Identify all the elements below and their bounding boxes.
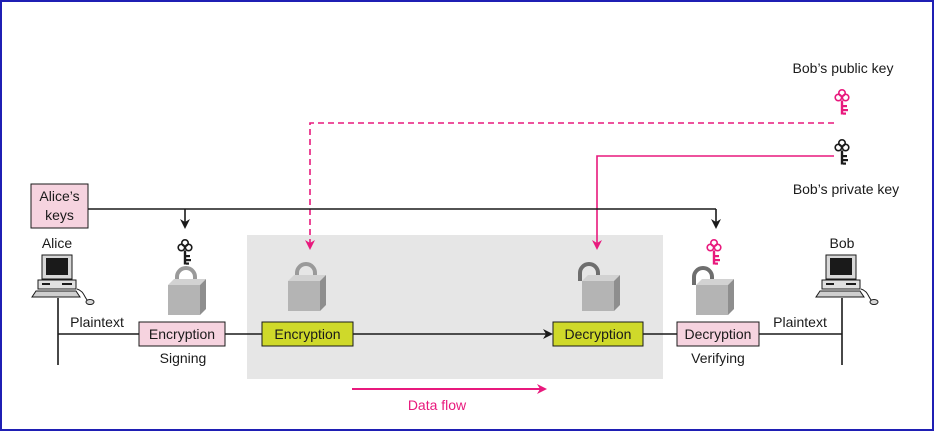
data-flow-label: Data flow (408, 397, 467, 413)
alice-label: Alice (42, 235, 73, 251)
decryption-verifying-label: Decryption (685, 326, 752, 342)
decryption-label: Decryption (565, 326, 632, 342)
encryption-signing-label: Encryption (149, 326, 215, 342)
decryption-box (552, 321, 644, 347)
encryption-signing-box (138, 321, 226, 347)
decryption-verifying-box (676, 321, 760, 347)
bob-label: Bob (830, 235, 855, 251)
alices-keys-line2: keys (45, 207, 74, 223)
signing-label: Signing (160, 350, 207, 366)
private-key-path (592, 155, 834, 250)
alices-keys-box (30, 183, 89, 229)
bobs-public-key-label: Bob’s public key (793, 60, 894, 76)
plaintext-left-label: Plaintext (70, 314, 124, 330)
encryption-label: Encryption (274, 326, 340, 342)
public-key-path (305, 122, 834, 250)
plaintext-right-label: Plaintext (773, 314, 827, 330)
verifying-label: Verifying (691, 350, 745, 366)
encryption-box (261, 321, 354, 347)
alices-keys-line1: Alice’s (39, 188, 79, 204)
bobs-private-key-label: Bob’s private key (793, 181, 899, 197)
